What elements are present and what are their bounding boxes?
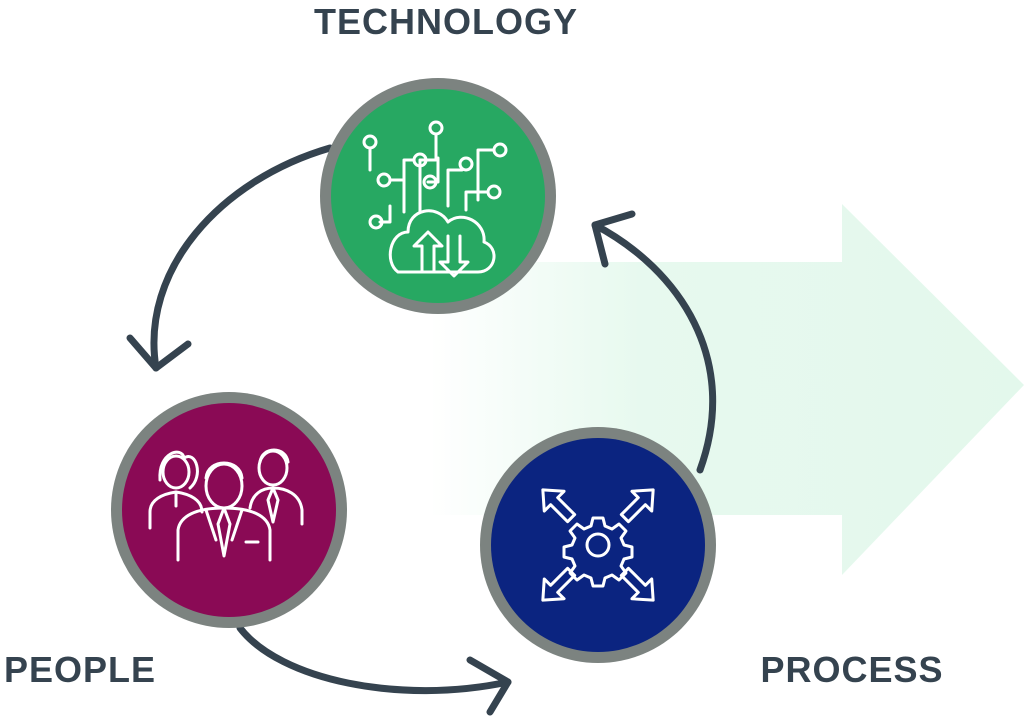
circuit-cloud-icon bbox=[362, 120, 508, 278]
process-node bbox=[480, 427, 716, 663]
cycle-arrow-technology-to-people bbox=[150, 144, 334, 372]
cycle-arrow-people-to-process bbox=[236, 624, 512, 695]
process-label: PROCESS bbox=[760, 649, 943, 690]
technology-node bbox=[320, 78, 556, 314]
arrowhead-people bbox=[126, 334, 192, 372]
technology-label: TECHNOLOGY bbox=[314, 1, 578, 42]
arrowhead-technology bbox=[591, 210, 636, 268]
people-label: PEOPLE bbox=[4, 649, 156, 690]
gear-expand-icon bbox=[541, 488, 655, 602]
arrowhead-process bbox=[466, 656, 512, 716]
team-people-icon bbox=[148, 448, 304, 562]
cycle-arrow-process-to-technology bbox=[591, 221, 717, 474]
people-node bbox=[111, 392, 347, 628]
